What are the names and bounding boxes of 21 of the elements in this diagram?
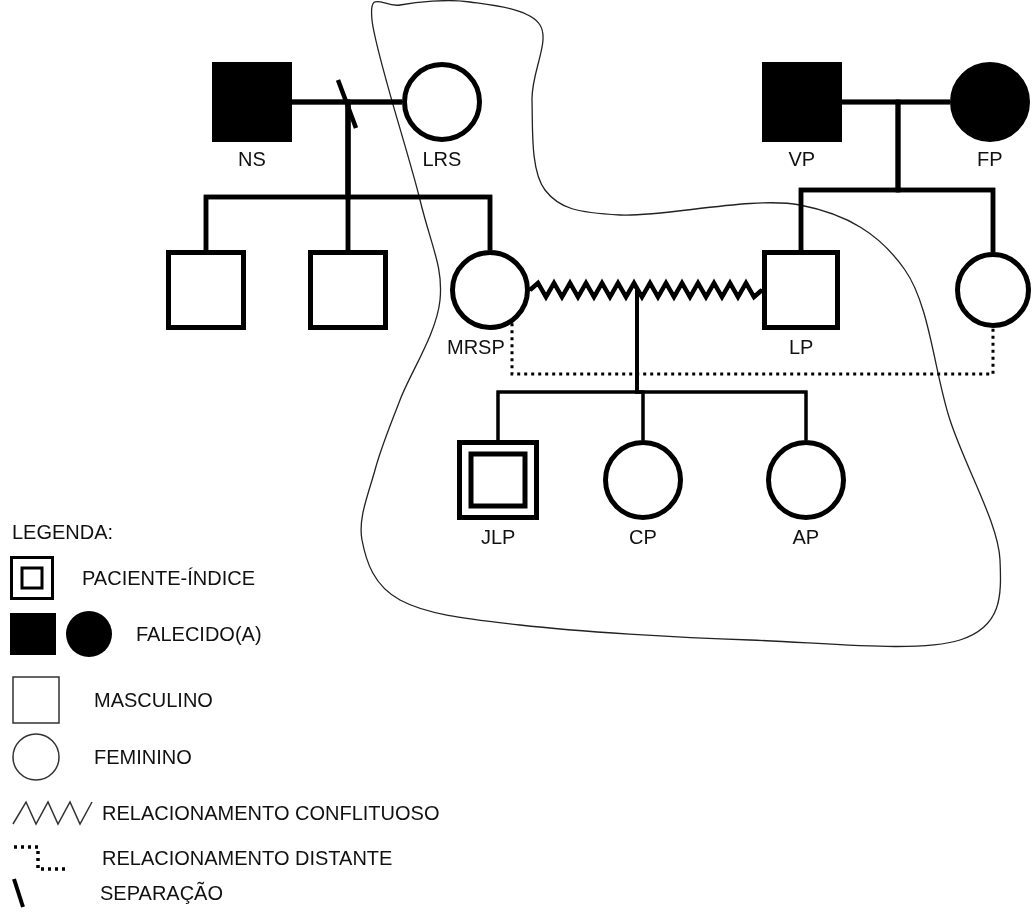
legend-heading: LEGENDA: (12, 520, 114, 544)
legend-text: RELACIONAMENTO DISTANTE (102, 846, 393, 870)
person-name: VP (788, 148, 816, 170)
distant-line (510, 323, 995, 376)
person-name: AP (792, 526, 820, 548)
legend-text: SEPARAÇÃO (100, 881, 223, 905)
person-name: LP (789, 336, 814, 358)
person-name: CP (629, 526, 657, 548)
person-name: MRSP (447, 336, 505, 358)
person-name: NS (238, 148, 266, 170)
person-name: FP (977, 148, 1003, 170)
person-name: LRS (422, 148, 462, 170)
legend-text: PACIENTE-ÍNDICE (82, 566, 255, 590)
family-line (345, 99, 493, 250)
family-line (895, 99, 996, 252)
legend-text: FEMININO (94, 745, 192, 769)
person-name: JLP (481, 526, 516, 548)
conflict-line (528, 278, 764, 302)
legend-text: FALECIDO(A) (136, 622, 262, 646)
legend-text: MASCULINO (94, 688, 213, 712)
legend-text: RELACIONAMENTO CONFLITUOSO (102, 801, 440, 825)
